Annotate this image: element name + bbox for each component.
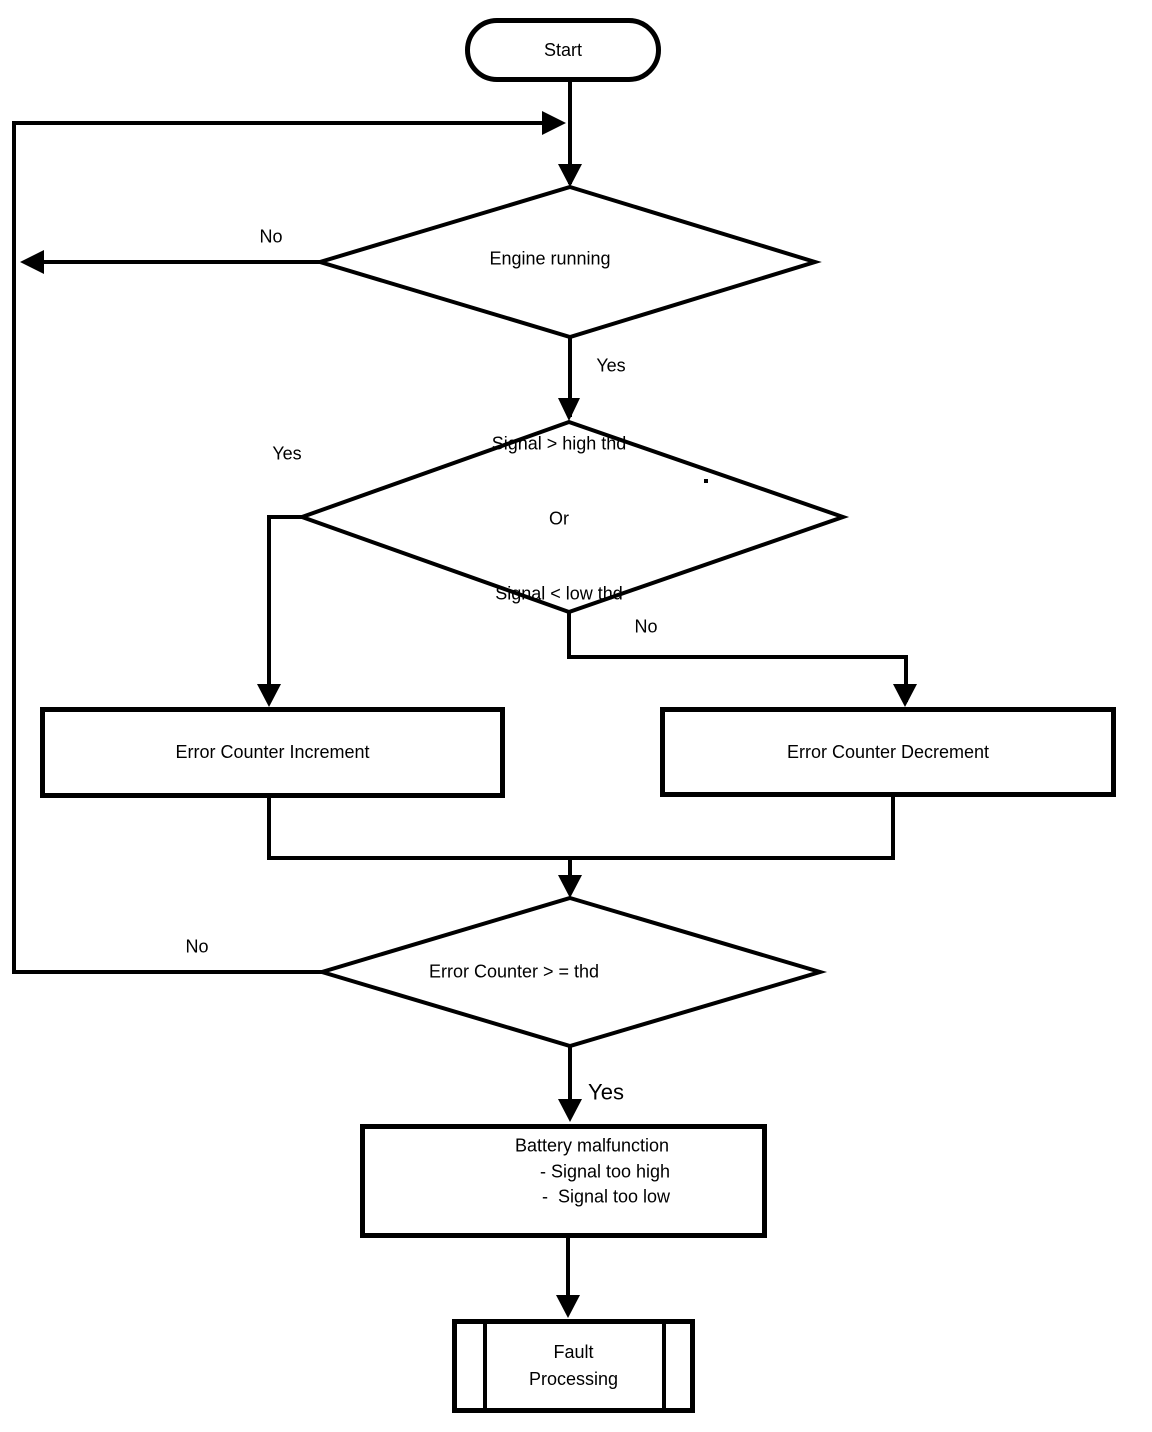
battery-malfunction-line1: Battery malfunction xyxy=(514,1135,670,1156)
fault-processing-line1: Fault xyxy=(553,1342,594,1362)
fault-processing-line2: Processing xyxy=(528,1369,619,1389)
fault-processing-left-bar xyxy=(483,1324,487,1408)
stray-dot xyxy=(704,479,708,483)
error-counter-decrement-node: Error Counter Decrement xyxy=(660,707,1116,797)
error-counter-threshold-label: Error Counter > = thd xyxy=(428,961,600,982)
signal-threshold-line2: Or xyxy=(548,508,569,529)
arrowhead-increment-entry xyxy=(257,684,281,707)
error-counter-increment-label: Error Counter Increment xyxy=(175,742,370,762)
connector-signal-yes xyxy=(267,515,302,702)
signal-threshold-line1: Signal > high thd xyxy=(491,433,627,454)
arrowhead-engine-top xyxy=(558,164,582,187)
arrowhead-signal-top xyxy=(558,398,580,421)
connector-signal-no xyxy=(567,612,908,702)
engine-running-label: Engine running xyxy=(489,248,611,269)
fault-processing-label: Fault Processing xyxy=(529,1339,618,1393)
edge-label-threshold-yes: Yes xyxy=(588,1079,624,1105)
signal-threshold-label: Signal > high thd Or Signal < low thd xyxy=(492,382,627,657)
battery-malfunction-line3: - Signal too low xyxy=(541,1186,671,1207)
error-counter-decrement-label: Error Counter Decrement xyxy=(786,741,990,762)
arrowhead-engine-no xyxy=(20,250,44,274)
error-counter-increment-node: Error Counter Increment xyxy=(40,707,505,798)
arrowhead-battery-entry xyxy=(558,1099,582,1122)
edge-label-signal-yes: Yes xyxy=(272,443,302,464)
signal-threshold-line3: Signal < low thd xyxy=(495,583,623,604)
fault-processing-node: Fault Processing xyxy=(452,1319,695,1413)
start-label: Start xyxy=(543,39,582,60)
start-node: Start xyxy=(465,18,661,82)
connector-loop-back xyxy=(12,121,544,974)
edge-label-engine-yes: Yes xyxy=(596,355,626,376)
arrowhead-decrement-entry xyxy=(893,684,917,707)
arrowhead-fault-entry xyxy=(556,1295,580,1318)
arrowhead-loop-reentry xyxy=(542,111,566,135)
fault-processing-right-bar xyxy=(662,1324,666,1408)
edge-label-engine-no: No xyxy=(259,226,283,247)
edge-label-threshold-no: No xyxy=(185,936,209,957)
battery-malfunction-node xyxy=(360,1124,767,1238)
edge-label-signal-no: No xyxy=(634,616,658,637)
connector-merge-bar xyxy=(267,796,895,860)
battery-malfunction-line2: - Signal too high xyxy=(539,1161,671,1182)
arrowhead-threshold-top xyxy=(558,875,582,898)
